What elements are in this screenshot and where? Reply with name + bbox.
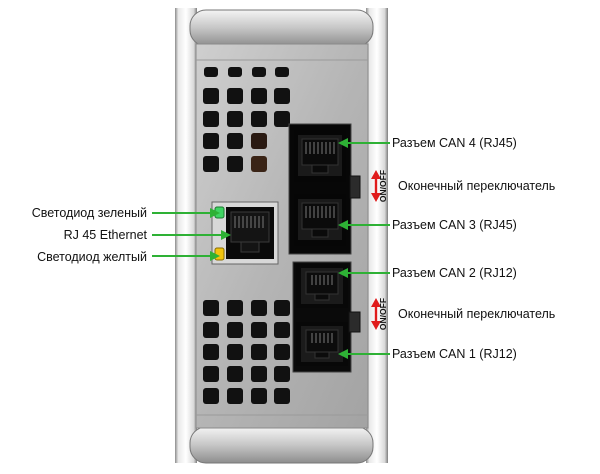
switch-arrow-top-icon [371, 170, 381, 202]
can1-port[interactable] [295, 321, 349, 367]
can4-port[interactable] [293, 129, 347, 183]
label-led-yellow: Светодиод желтый [37, 250, 147, 264]
label-can3: Разъем CAN 3 (RJ45) [392, 218, 517, 232]
vent-grid-bottom [203, 300, 290, 404]
can-rj45-block [288, 123, 352, 255]
bottom-end-cap [189, 426, 374, 464]
termination-switch-bottom[interactable] [348, 311, 361, 333]
termination-switch-top[interactable] [349, 175, 361, 199]
can3-port[interactable] [293, 193, 347, 247]
label-rj45-ethernet: RJ 45 Ethernet [64, 228, 148, 242]
top-end-cap [189, 9, 374, 47]
label-can4: Разъем CAN 4 (RJ45) [392, 136, 517, 150]
yellow-led-icon [214, 247, 225, 261]
switch-label-bottom: ON/OFF [378, 298, 388, 330]
label-terminator-top: Оконечный переключатель [398, 179, 555, 193]
vent-grid-top [203, 67, 290, 172]
switch-arrow-bottom-icon [371, 298, 381, 330]
callout-arrows [152, 138, 390, 359]
label-terminator-bottom: Оконечный переключатель [398, 307, 555, 321]
right-rail [366, 8, 388, 463]
label-led-green: Светодиод зеленый [32, 206, 147, 220]
label-can1: Разъем CAN 1 (RJ12) [392, 347, 517, 361]
can2-port[interactable] [295, 263, 349, 309]
label-can2: Разъем CAN 2 (RJ12) [392, 266, 517, 280]
switch-label-top: ON/OFF [378, 170, 388, 202]
